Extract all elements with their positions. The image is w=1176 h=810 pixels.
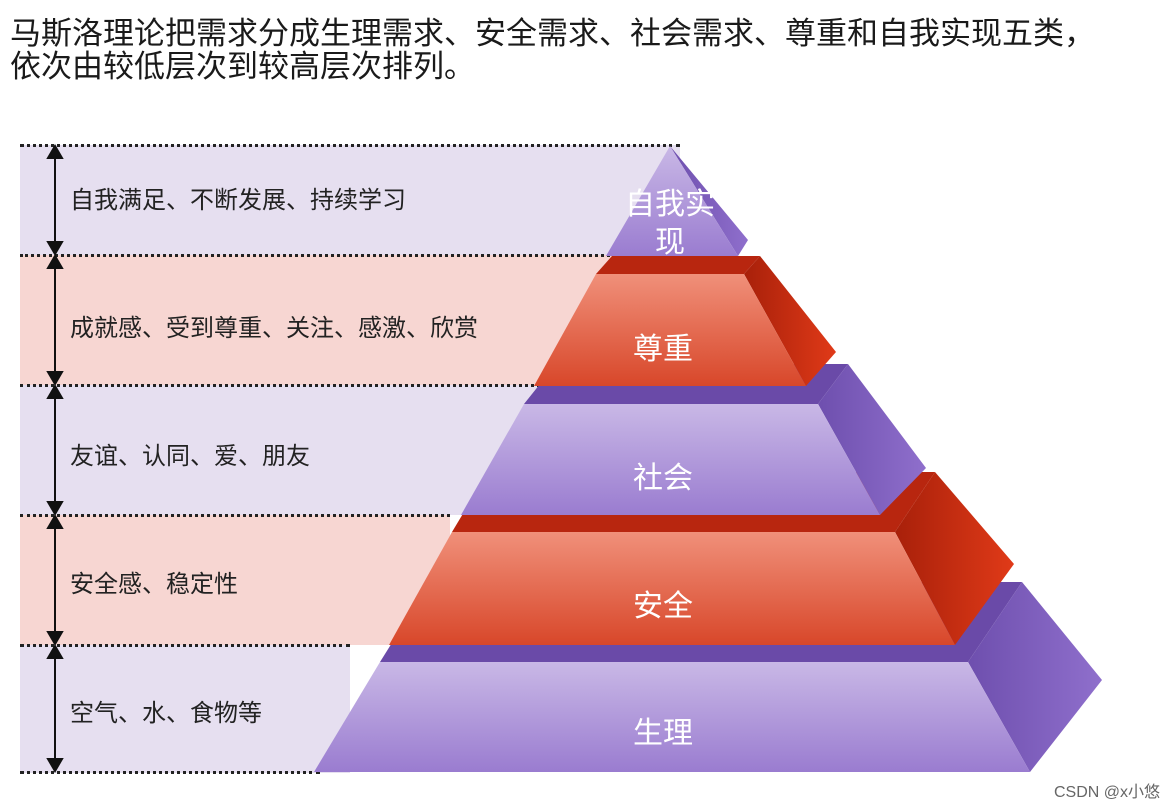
separator-line — [20, 384, 540, 387]
separator-line — [20, 254, 640, 257]
description-physiological: 空气、水、食物等 — [70, 699, 262, 727]
tier-label-self-actualization: 自我实现 — [625, 187, 715, 260]
tier-side-face — [744, 256, 836, 386]
description-esteem: 成就感、受到尊重、关注、感激、欣赏 — [70, 314, 478, 342]
tier-front-face — [461, 404, 880, 515]
band-self-actualization — [20, 145, 680, 255]
separator-line — [20, 144, 680, 147]
description-self-actualization: 自我满足、不断发展、持续学习 — [70, 186, 406, 214]
tier-side-face — [968, 582, 1102, 772]
separator-line — [20, 771, 320, 774]
tier-front-face — [606, 146, 738, 256]
tier-label-physiological: 生理 — [633, 716, 693, 751]
watermark: CSDN @x小悠 — [1053, 784, 1160, 801]
range-arrow — [46, 254, 64, 386]
title-line-2: 依次由较低层次到较高层次排列。 — [10, 49, 475, 85]
tier-self-actualization — [606, 146, 748, 256]
band-esteem — [20, 255, 640, 385]
range-arrow — [46, 644, 64, 773]
band-safety — [20, 515, 450, 645]
range-arrow — [46, 514, 64, 646]
tier-esteem — [534, 256, 836, 386]
tier-front-face — [314, 662, 1030, 772]
tier-safety — [389, 472, 1014, 645]
tier-top-face — [596, 256, 760, 274]
tier-front-face — [389, 532, 955, 645]
tier-label-social: 社会 — [633, 461, 693, 496]
band-physiological — [20, 645, 350, 773]
tier-front-face — [534, 274, 806, 386]
band-social — [20, 385, 540, 515]
description-safety: 安全感、稳定性 — [70, 570, 238, 598]
separator-line — [20, 644, 350, 647]
description-social: 友谊、认同、爱、朋友 — [70, 442, 310, 470]
title-line-1: 马斯洛理论把需求分成生理需求、安全需求、社会需求、尊重和自我实现五类， — [10, 16, 1095, 52]
range-arrow — [46, 144, 64, 256]
tier-label-esteem: 尊重 — [633, 332, 693, 367]
tier-label-safety: 安全 — [633, 589, 693, 624]
tier-side-face — [895, 472, 1014, 645]
page-title: 马斯洛理论把需求分成生理需求、安全需求、社会需求、尊重和自我实现五类， 依次由较… — [10, 18, 1160, 84]
separator-line — [20, 514, 450, 517]
tier-side-face — [818, 364, 926, 515]
range-arrow — [46, 384, 64, 516]
tier-side-face — [670, 146, 748, 256]
